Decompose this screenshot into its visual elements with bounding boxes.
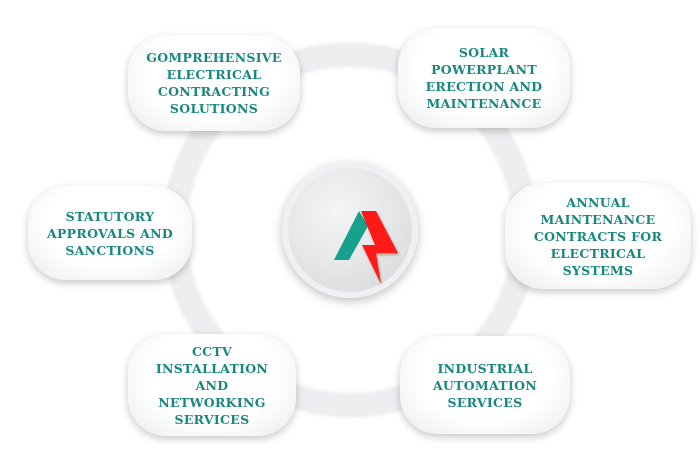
service-cctv-networking: CCTV INSTALLATION AND NETWORKING SERVICE…	[128, 334, 296, 436]
service-electrical-contracting: GOMPREHENSIVE ELECTRICAL CONTRACTING SOL…	[128, 35, 300, 131]
service-annual-maintenance: ANNUAL MAINTENANCE CONTRACTS FOR ELECTRI…	[505, 183, 691, 289]
service-label: GOMPREHENSIVE ELECTRICAL CONTRACTING SOL…	[146, 50, 282, 116]
service-solar-powerplant: SOLAR POWERPLANT ERECTION AND MAINTENANC…	[398, 28, 570, 128]
service-industrial-automation: INDUSTRIAL AUTOMATION SERVICES	[400, 336, 570, 434]
service-label: STATUTORY APPROVALS AND SANCTIONS	[46, 208, 173, 258]
service-statutory-approvals: STATUTORY APPROVALS AND SANCTIONS	[28, 186, 192, 280]
service-label: CCTV INSTALLATION AND NETWORKING SERVICE…	[155, 343, 269, 427]
service-label: ANNUAL MAINTENANCE CONTRACTS FOR ELECTRI…	[533, 194, 663, 278]
center-logo-badge	[282, 162, 418, 298]
logo-a-lightning-icon	[334, 211, 398, 284]
service-label: INDUSTRIAL AUTOMATION SERVICES	[432, 360, 538, 410]
service-label: SOLAR POWERPLANT ERECTION AND MAINTENANC…	[425, 45, 543, 111]
